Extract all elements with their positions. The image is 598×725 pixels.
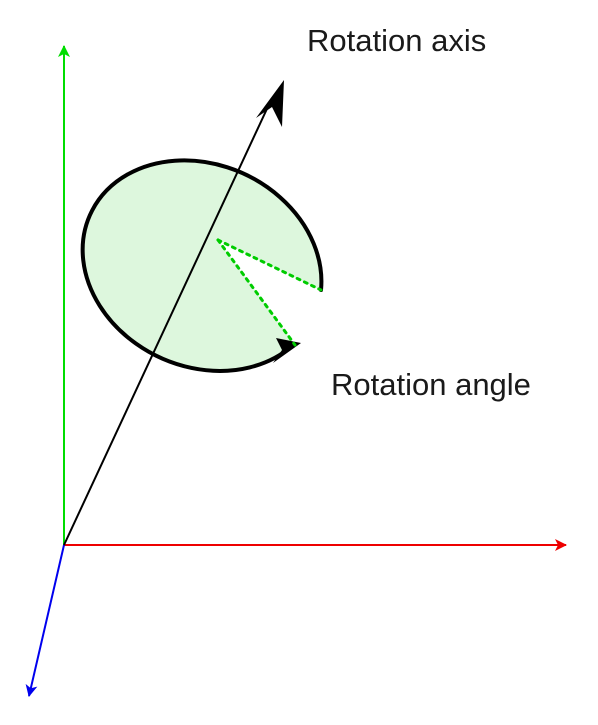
angle-marker (216, 238, 323, 347)
rotation-axis-arrowhead-icon (256, 80, 284, 127)
rotation-disc-fill (82, 162, 322, 373)
rotation-angle-label: Rotation angle (331, 367, 531, 402)
rotation-axis-label: Rotation axis (307, 23, 486, 58)
rotation-axis-line (63, 80, 284, 546)
rotation-disc-arc (80, 158, 324, 373)
z-axis (25, 544, 65, 697)
